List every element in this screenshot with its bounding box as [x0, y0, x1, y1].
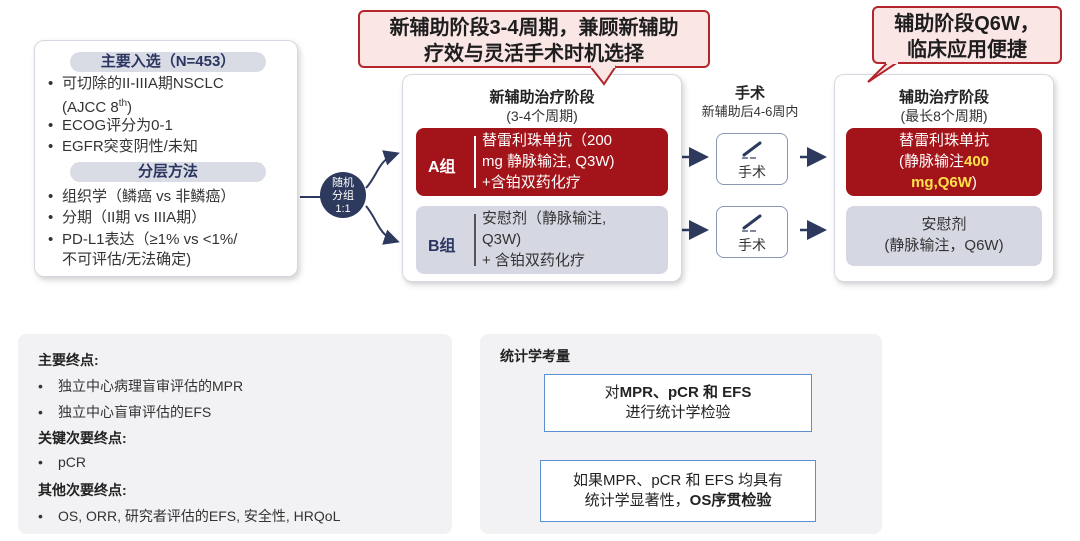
endpoint-item: •独立中心病理盲审评估的MPR — [38, 378, 244, 394]
inclusion-item: •可切除的II-IIIA期NSCLC — [48, 75, 224, 92]
stat-box-os: 如果MPR、pCR 和 EFS 均具有 统计学显著性，OS序贯检验 — [540, 460, 816, 522]
surgery-subtitle: 新辅助后4-6周内 — [701, 104, 799, 119]
rand-line: 随机 — [332, 177, 354, 189]
arm-a-label: A组 — [428, 159, 456, 176]
adjuvant-arm-a-text: 替雷利珠单抗 (静脉输注400 mg,Q6W) — [898, 132, 990, 191]
neoadjuvant-title: 新辅助治疗阶段 — [489, 89, 595, 106]
arm-b-divider — [474, 214, 476, 266]
inclusion-item: •ECOG评分为0-1 — [48, 117, 173, 134]
strat-item: •PD-L1表达（≥1% vs <1%/ — [48, 231, 238, 248]
endpoint-item: •独立中心盲审评估的EFS — [38, 404, 212, 420]
endpoint-item: •OS, ORR, 研究者评估的EFS, 安全性, HRQoL — [38, 508, 341, 524]
surgery-box-label: 手术 — [738, 164, 766, 180]
inclusion-item-cont: (AJCC 8th) — [62, 98, 133, 116]
key-secondary-heading: 关键次要终点: — [38, 430, 127, 446]
rand-line: 1:1 — [335, 203, 351, 215]
scalpel-icon — [742, 141, 762, 159]
inclusion-panel — [34, 40, 298, 277]
arm-a-text: 替雷利珠单抗（200 mg 静脉输注, Q3W) +含铂双药化疗 — [482, 132, 615, 191]
surgery-box-label: 手术 — [738, 237, 766, 253]
callout-pointer-left — [589, 64, 617, 86]
callout-pointer-right — [867, 60, 899, 83]
endpoint-item: •pCR — [38, 454, 87, 470]
arrow-to-arm-b — [365, 205, 400, 245]
statistics-title: 统计学考量 — [500, 348, 570, 364]
surgery-title: 手术 — [734, 85, 765, 102]
arm-a-divider — [474, 136, 476, 188]
surgery-box-b: 手术 — [716, 206, 788, 258]
endpoints-panel — [18, 334, 452, 534]
other-secondary-heading: 其他次要终点: — [38, 482, 127, 498]
surgery-box-a: 手术 — [716, 133, 788, 185]
primary-endpoint-heading: 主要终点: — [38, 352, 99, 368]
adjuvant-title: 辅助治疗阶段 — [898, 89, 989, 106]
rand-line: 分组 — [332, 190, 354, 202]
arm-b-text: 安慰剂（静脉输注, Q3W) + 含铂双药化疗 — [482, 210, 607, 269]
arm-b-label: B组 — [428, 238, 456, 255]
arm-b-box — [416, 206, 668, 274]
adjuvant-arm-b-text: 安慰剂 (静脉输注，Q6W) — [884, 216, 1004, 254]
arrow-to-arm-a — [365, 150, 400, 189]
randomization-circle: 随机 分组 1:1 — [320, 172, 366, 218]
arm-a-box — [416, 128, 668, 196]
adjuvant-arm-a-box — [846, 128, 1042, 196]
strat-item: •分期（II期 vs IIIA期） — [48, 209, 207, 226]
inclusion-item: •EGFR突变阴性/未知 — [48, 138, 198, 155]
inclusion-title: 主要入选（N=453） — [70, 52, 266, 72]
stat-box-primary: 对MPR、pCR 和 EFS 进行统计学检验 — [544, 374, 812, 432]
strat-item: •组织学（鳞癌 vs 非鳞癌） — [48, 188, 236, 205]
adjuvant-arm-b-box — [846, 206, 1042, 266]
neoadjuvant-subtitle: (3-4个周期) — [506, 108, 578, 124]
scalpel-icon — [742, 214, 762, 232]
callout-neoadjuvant: 新辅助阶段3-4周期，兼顾新辅助 疗效与灵活手术时机选择 — [358, 10, 710, 68]
stratification-title: 分层方法 — [70, 162, 266, 182]
strat-item-cont: 不可评估/无法确定) — [62, 251, 192, 268]
adjuvant-subtitle: (最长8个周期) — [900, 108, 988, 124]
callout-adjuvant: 辅助阶段Q6W， 临床应用便捷 — [872, 6, 1062, 64]
